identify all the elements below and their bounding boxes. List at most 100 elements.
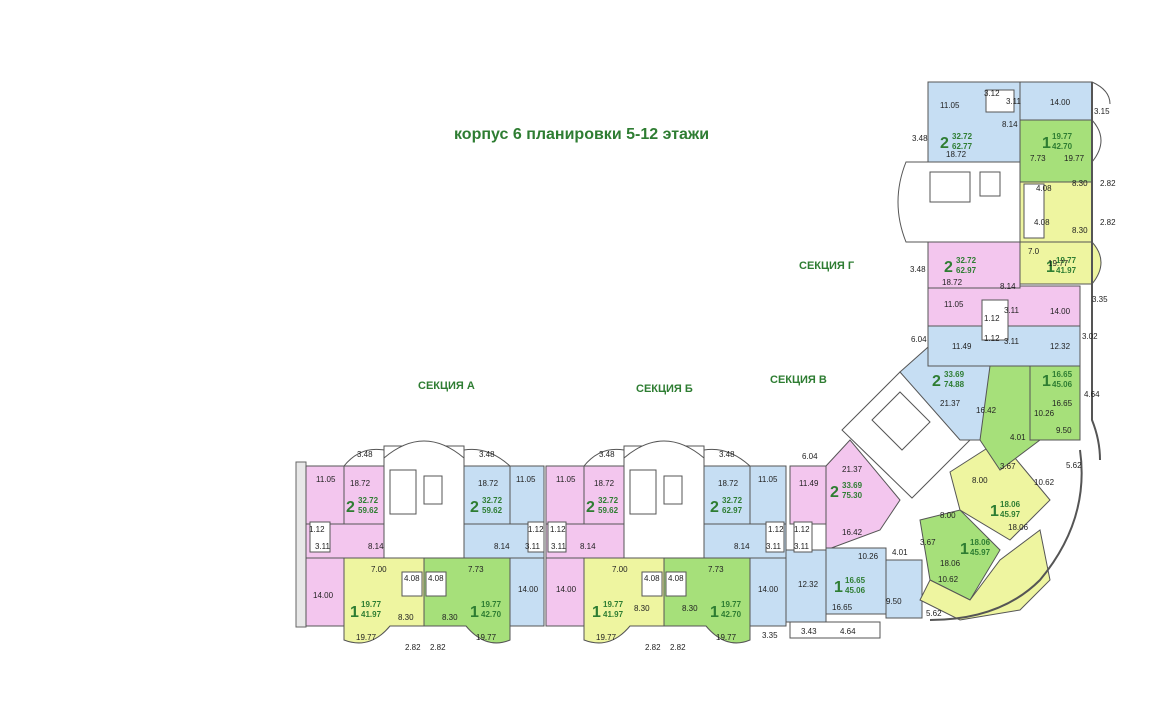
apartment-total-area: 45.06 (845, 586, 866, 595)
apartment-rooms: 2 (346, 499, 355, 516)
room-area: 7.00 (612, 565, 628, 574)
page-title: корпус 6 планировки 5-12 этажи (454, 126, 710, 143)
room-area: 18.72 (718, 479, 739, 488)
bathroom (547, 521, 567, 553)
bathroom (765, 521, 785, 553)
room-area: 2.82 (670, 643, 686, 652)
room-area: 3.12 (984, 89, 1000, 98)
room-green (1019, 119, 1093, 183)
room-area: 3.11 (1004, 337, 1020, 346)
apartment-living-area: 18.06 (1000, 500, 1021, 509)
room-area: 3.48 (912, 134, 928, 143)
room-area: 2.82 (1100, 218, 1116, 227)
bathroom (981, 299, 1009, 341)
bay-window (703, 448, 751, 467)
room-pink (789, 465, 827, 525)
room-area: 11.49 (799, 479, 819, 488)
apartment-badge: 2 32.72 62.97 (710, 496, 743, 516)
room-area: 10.62 (938, 575, 959, 584)
room-area: 3.48 (599, 450, 615, 459)
apartment-living-area: 16.65 (845, 576, 866, 585)
bathroom (527, 521, 545, 553)
bay-window (583, 448, 625, 467)
room-area: 8.00 (972, 476, 988, 485)
elevator (423, 475, 443, 505)
apartment-badge: 1 19.77 42.70 (710, 600, 742, 621)
room-area: 3.11 (551, 542, 567, 551)
apartment-rooms: 1 (350, 604, 359, 621)
room-area: 7.73 (708, 565, 724, 574)
room-area: 14.00 (556, 585, 577, 594)
apartment-living-area: 32.72 (358, 496, 379, 505)
room-area: 7.73 (468, 565, 484, 574)
apartment-living-area: 19.77 (361, 600, 382, 609)
stair (871, 391, 931, 451)
room-area: 1.12 (984, 314, 1000, 323)
room-area: 4.01 (1010, 433, 1026, 442)
apartment-badge: 1 16.65 45.06 (834, 576, 866, 596)
apartment-rooms: 1 (470, 604, 479, 621)
room-area: 5.62 (926, 609, 942, 618)
apartment-total-area: 42.70 (1052, 142, 1073, 151)
room-area: 14.00 (1050, 307, 1071, 316)
room-area: 14.00 (518, 585, 539, 594)
room-area: 18.72 (478, 479, 499, 488)
apartment-living-area: 19.77 (1052, 132, 1073, 141)
room-area: 4.08 (1036, 184, 1052, 193)
room-area: 14.00 (1050, 98, 1071, 107)
room-blue (749, 557, 787, 627)
room-blue (509, 557, 545, 627)
room-area: 18.72 (946, 150, 967, 159)
apartment-rooms: 1 (960, 541, 969, 558)
apartment-total-area: 45.06 (1052, 380, 1073, 389)
bay-window (383, 440, 465, 459)
apartment-total-area: 41.97 (603, 610, 624, 619)
stair (629, 469, 657, 515)
apartment-living-area: 32.72 (952, 132, 973, 141)
room-area: 19.77 (1048, 259, 1069, 268)
room-area: 11.05 (556, 475, 576, 484)
room-blue (1019, 81, 1093, 121)
room-area: 10.62 (1034, 478, 1055, 487)
apartment-living-area: 32.72 (722, 496, 743, 505)
room-area: 3.48 (357, 450, 373, 459)
apartment-badge: 1 19.77 41.97 (350, 600, 382, 621)
apartment-total-area: 42.70 (481, 610, 502, 619)
room-area: 5.62 (1066, 461, 1082, 470)
bay-window (623, 440, 705, 459)
apartment-total-area: 59.62 (358, 506, 379, 515)
outer-wall (929, 449, 1083, 621)
apartment-total-area: 41.97 (1056, 266, 1077, 275)
bathroom (793, 521, 813, 553)
apartment-rooms: 1 (592, 604, 601, 621)
room-area: 4.64 (840, 627, 856, 636)
bathroom (665, 571, 687, 597)
apartment-total-area: 59.62 (598, 506, 619, 515)
room-area: 3.15 (1094, 107, 1110, 116)
elevator (663, 475, 683, 505)
room-area: 18.06 (940, 559, 961, 568)
apartment-rooms: 1 (834, 579, 843, 596)
room-area: 19.77 (356, 633, 377, 642)
wall (295, 461, 307, 628)
room-area: 3.11 (315, 542, 331, 551)
room-area: 11.05 (758, 475, 778, 484)
room-area: 4.08 (404, 574, 420, 583)
room-area: 14.00 (313, 591, 334, 600)
room-area: 19.77 (476, 633, 497, 642)
apartment-badge: 2 32.72 62.97 (944, 256, 977, 276)
section-a-label: СЕКЦИЯ А (418, 380, 475, 392)
room-area: 7.0 (1028, 247, 1040, 256)
room-area: 3.35 (1092, 295, 1108, 304)
room-area: 16.65 (1052, 399, 1073, 408)
room-area: 3.11 (794, 542, 810, 551)
apartment-badge: 2 33.69 74.88 (932, 370, 965, 390)
room-area: 3.11 (766, 542, 782, 551)
apartment-badge: 1 16.65 45.06 (1042, 370, 1073, 390)
room-area: 3.48 (479, 450, 495, 459)
room-area: 18.72 (594, 479, 615, 488)
section-v-plan (785, 339, 1083, 639)
apartment-rooms: 2 (830, 484, 839, 501)
room-blue (463, 465, 511, 525)
bathroom (641, 571, 663, 597)
